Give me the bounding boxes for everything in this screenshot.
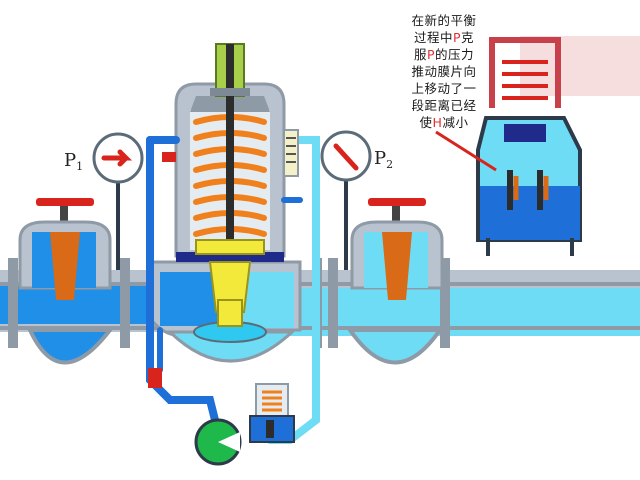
caption-line: 服P的压力 — [413, 47, 475, 62]
gauge-p1-label: P1 — [64, 150, 83, 173]
gauge-p2-label: P2 — [374, 148, 393, 171]
right-drain-bulge — [346, 328, 444, 365]
valve-stem — [226, 104, 234, 264]
outlet-chamber — [166, 330, 296, 363]
right-gate-wedge — [382, 232, 412, 300]
explanation-caption: 在新的平衡 过程中P克 服P的压力 推动膜片向 上移动了一 段距离已经 使H减小 — [388, 12, 500, 131]
right-valve-handle — [368, 198, 426, 206]
caption-line: 上移动了一 — [411, 81, 477, 96]
diaphragm-assembly — [176, 239, 284, 327]
caption-line: 在新的平衡 — [411, 13, 477, 28]
right-gate-valve — [350, 198, 444, 300]
needle-valve-red — [148, 368, 162, 388]
left-drain-bulge — [26, 328, 115, 365]
gauge-p2-needle — [333, 143, 359, 171]
left-gate-wedge — [50, 232, 80, 300]
adjusting-screw — [210, 43, 250, 104]
pointer-line — [435, 130, 497, 172]
gauge-p1 — [92, 132, 144, 270]
inset-diaphragm — [504, 124, 546, 142]
left-gate-valve — [18, 198, 112, 300]
pilot-valve — [249, 383, 295, 443]
caption-line: 段距离已经 — [411, 98, 477, 113]
gauge-p1-needle — [101, 149, 133, 167]
left-valve-handle — [36, 198, 94, 206]
caption-line: 过程中P克 — [413, 30, 475, 45]
upper-right-pilot — [283, 129, 299, 177]
inset-detail — [435, 36, 640, 256]
caption-line: 推动膜片向 — [411, 64, 477, 79]
caption-line: 使H减小 — [419, 115, 469, 130]
strainer-arrow — [218, 432, 240, 452]
gauge-p2 — [320, 130, 372, 270]
inlet-restrictor — [162, 152, 176, 162]
